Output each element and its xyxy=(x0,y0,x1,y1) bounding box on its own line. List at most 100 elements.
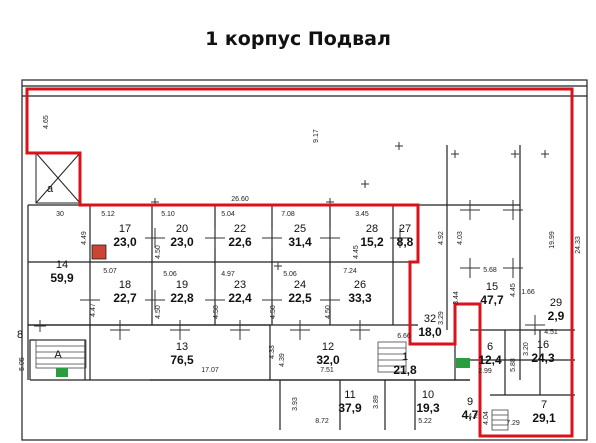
room-area: 23,0 xyxy=(113,235,137,249)
dimension-label: 4.50 xyxy=(155,305,162,319)
exit-sign-icon xyxy=(56,358,470,377)
dimension-label: 4.45 xyxy=(510,283,517,297)
dimension-label: 4.33 xyxy=(269,345,276,359)
dimension-label: 5.07 xyxy=(103,268,117,275)
page-title: 1 корпус Подвал xyxy=(205,28,391,50)
dimension-label: 4.97 xyxy=(221,271,235,278)
dimension-label: 4.47 xyxy=(90,303,97,317)
room-area: 15,2 xyxy=(360,235,384,249)
dimension-label: 4.03 xyxy=(457,231,464,245)
room-area: 22,7 xyxy=(113,291,137,305)
room-number: 32 xyxy=(424,313,436,325)
room-number: 15 xyxy=(486,281,498,293)
dimension-label: 5.04 xyxy=(221,211,235,218)
dimension-label: 6.66 xyxy=(397,333,411,340)
dimension-label: 7.29 xyxy=(506,420,520,427)
room-area: 2,9 xyxy=(548,309,565,323)
dimension-label: 3.29 xyxy=(438,311,445,325)
dimension-label: 4.50 xyxy=(155,245,162,259)
room-a-label: А xyxy=(54,349,62,361)
room-number: 12 xyxy=(322,341,334,353)
room-number: 19 xyxy=(176,279,188,291)
dimension-label: 5.22 xyxy=(418,418,432,425)
dimension-label: 3.20 xyxy=(523,342,530,356)
dimension-label: 5.88 xyxy=(510,358,517,372)
room-area: 24,3 xyxy=(531,351,555,365)
dimension-label: 30 xyxy=(56,211,64,218)
room-number: 6 xyxy=(487,341,493,353)
dimension-label: 5.12 xyxy=(101,211,115,218)
room-number: 13 xyxy=(176,341,188,353)
room-area: 18,0 xyxy=(418,325,442,339)
dimension-label: 5.06 xyxy=(283,271,297,278)
dimension-label: 4.50 xyxy=(325,305,332,319)
dimension-label: 3.45 xyxy=(355,211,369,218)
dimension-label: 3.93 xyxy=(292,397,299,411)
room-area: 23,0 xyxy=(170,235,194,249)
dimension-label: 4.49 xyxy=(81,231,88,245)
room-area: 21,8 xyxy=(393,363,417,377)
dimension-label: 4.2 xyxy=(468,413,478,420)
dimension-label: 24.33 xyxy=(575,236,582,254)
room-area: 19,3 xyxy=(416,401,440,415)
dimension-label: 4.39 xyxy=(279,353,286,367)
dimension-label: 9.17 xyxy=(313,129,320,143)
dimension-label: 4.45 xyxy=(353,245,360,259)
room-area: 4,7 xyxy=(462,408,479,422)
highlighted-boundary xyxy=(25,87,574,438)
room-number: 24 xyxy=(294,279,306,291)
dimension-label: 17.07 xyxy=(201,367,219,374)
room-number: 16 xyxy=(537,339,549,351)
room-number: 10 xyxy=(422,389,434,401)
shaft-label: а xyxy=(47,183,54,195)
dimension-label: 4.92 xyxy=(438,231,445,245)
dimension-label: 5.68 xyxy=(483,267,497,274)
room-number: 20 xyxy=(176,223,188,235)
room-number: 9 xyxy=(467,396,473,408)
room-number: 14 xyxy=(56,259,68,271)
room-area: 37,9 xyxy=(338,401,362,415)
room-area: 8,8 xyxy=(397,235,414,249)
room-number: 1 xyxy=(402,351,408,363)
room-number: 7 xyxy=(541,399,547,411)
room-area: 22,4 xyxy=(228,291,252,305)
room-area: 59,9 xyxy=(50,271,74,285)
room-number: 26 xyxy=(354,279,366,291)
dimension-label: 3.44 xyxy=(453,291,460,305)
dimension-label: 1.66 xyxy=(521,289,535,296)
dimension-label: 4.50 xyxy=(270,305,277,319)
dimension-label: 8.72 xyxy=(315,418,329,425)
elevator-shaft xyxy=(35,152,81,204)
room-area: 47,7 xyxy=(480,293,504,307)
dimension-label: 19.99 xyxy=(549,231,556,249)
room-labels: 1723,02023,02222,62531,42815,2278,81459,… xyxy=(50,223,564,425)
room-number: 17 xyxy=(119,223,131,235)
room-number: 18 xyxy=(119,279,131,291)
room-number: 27 xyxy=(399,223,411,235)
column-grid xyxy=(34,142,549,340)
room-number: 28 xyxy=(366,223,378,235)
dimension-label: 7.51 xyxy=(320,367,334,374)
dimension-label: 26.60 xyxy=(231,196,249,203)
room-area: 22,6 xyxy=(228,235,252,249)
dimension-label: 5.05 xyxy=(19,357,26,371)
room-area: 76,5 xyxy=(170,353,194,367)
dimension-label: 4.50 xyxy=(213,305,220,319)
room-8-label: 8 xyxy=(17,329,23,341)
dimension-label: 3.89 xyxy=(373,395,380,409)
room-area: 32,0 xyxy=(316,353,340,367)
room-area: 31,4 xyxy=(288,235,312,249)
dimension-label: 4.51 xyxy=(544,329,558,336)
dimension-label: 5.06 xyxy=(163,271,177,278)
dimension-label: 7.08 xyxy=(281,211,295,218)
room-area: 12,4 xyxy=(478,353,502,367)
room-area: 22,8 xyxy=(170,291,194,305)
fire-hose-icon xyxy=(91,244,107,260)
room-number: 23 xyxy=(234,279,246,291)
room-area: 33,3 xyxy=(348,291,372,305)
room-number: 25 xyxy=(294,223,306,235)
dimension-label: 4.04 xyxy=(483,411,490,425)
room-number: 29 xyxy=(550,297,562,309)
